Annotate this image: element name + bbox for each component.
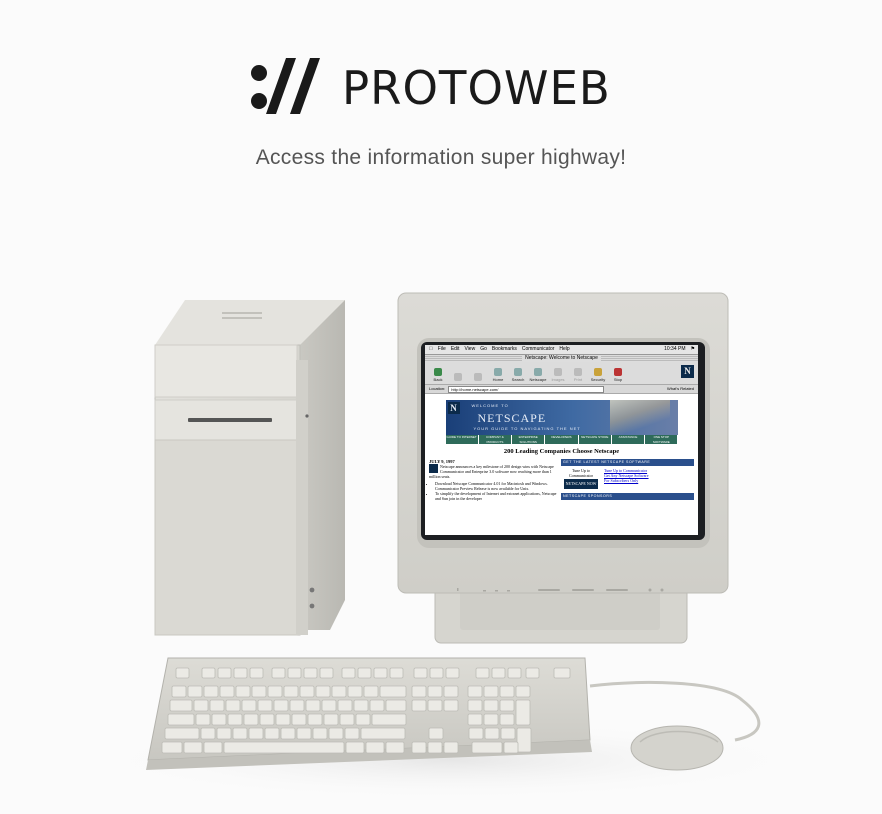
toolbar-label: Search [511,377,525,382]
software-link[interactable]: Get Any Netscape Software [604,473,649,478]
apple-icon[interactable]:  [429,345,433,354]
homepage-headline: 200 Leading Companies Choose Netscape [503,448,620,455]
nav-tab[interactable]: ASSISTANCE [611,435,645,444]
reload-icon [474,373,482,381]
software-link[interactable]: For Subscribers Only [604,478,639,483]
news-date: JULY 9, 1997 [429,459,455,464]
search-icon [514,368,522,376]
toolbar-netscape-button[interactable]: Netscape [529,368,547,384]
netscape-now-badge-icon: NETSCAPE NOW [564,479,598,489]
page-header: PROTOWEB Access the information super hi… [0,0,882,200]
nav-tab[interactable]: COMPANY & PRODUCTS [478,435,512,444]
toolbar-home-button[interactable]: Home [489,368,507,384]
toolbar-label: Print [573,377,583,382]
tagline: Access the information super highway! [255,146,627,169]
protoweb-logo[interactable]: PROTOWEB [250,58,670,115]
tune-up-promo[interactable]: Tune Up to Communicator NETSCAPE NOW [561,468,601,490]
images-icon [554,368,562,376]
toolbar-label: Stop [613,377,623,382]
lock-icon [594,368,602,376]
menubar-clock: 10:34 PM [664,346,686,352]
menu-go[interactable]: Go [476,346,487,352]
netscape-n-logo-icon: N [447,402,460,414]
keyboard [146,657,592,770]
flag-icon: ⚑ [690,346,695,352]
nav-tab[interactable]: GUIDE TO INTERNET [445,435,478,444]
banner-welcome: WELCOME TO [471,403,509,408]
home-icon [494,368,502,376]
window-title: Netscape: Welcome to Netscape [522,355,601,361]
toolbar-stop-button[interactable]: Stop [609,368,627,384]
toolbar-search-button[interactable]: Search [509,368,527,384]
logo-mark-icon [251,58,320,114]
mouse-cable [589,681,761,742]
toolbar-label: Back [433,377,443,382]
menu-edit[interactable]: Edit [447,346,460,352]
toolbar-label: Images [551,377,565,382]
stop-icon [614,368,622,376]
menu-communicator[interactable]: Communicator [518,346,555,352]
nav-tab[interactable]: NETSCAPE STORE [578,435,611,444]
window-titlebar[interactable]: Netscape: Welcome to Netscape [425,355,698,362]
mac-menubar:  File Edit View Go Bookmarks Communicat… [425,345,698,355]
toolbar-security-button[interactable]: Security [589,368,607,384]
browser-toolbar: Back Home Search Netscape Images Print S… [425,362,698,385]
toolbar-label: Security [590,377,606,382]
whats-related-button[interactable]: What's Related [667,386,694,391]
menu-help[interactable]: Help [555,346,569,352]
toolbar-back-button[interactable]: Back [429,368,447,384]
news-lead: Netscape announces a key milestone of 20… [429,464,554,479]
sponsors-bar: NETSCAPE SPONSORS [561,493,694,500]
mouse [630,725,724,771]
menu-view[interactable]: View [460,346,475,352]
tower-case [154,300,345,636]
toolbar-reload-button[interactable] [469,373,487,384]
monitor-screen:  File Edit View Go Bookmarks Communicat… [425,345,698,535]
netscape-throbber-icon[interactable]: N [681,365,694,378]
menubar-spacer [575,345,659,354]
netscape-guide-icon [534,368,542,376]
location-bar: Location: http://home.netscape.com/ What… [425,385,698,394]
location-label: Location: [429,386,446,391]
nav-tab[interactable]: ENTERPRISE SOLUTIONS [512,435,545,444]
news-bullet: To simplify the development of Internet … [435,491,557,501]
software-promo: Tune Up to Communicator NETSCAPE NOW Tun… [561,468,694,490]
toolbar-print-button[interactable]: Print [569,368,587,384]
news-column: JULY 9, 1997 Netscape announces a key mi… [429,459,557,501]
nav-tab[interactable]: ONE STOP SOFTWARE [645,435,678,444]
news-bullet: Download Netscape Communicator 4.01 for … [435,481,557,491]
netscape-small-logo-icon [429,464,438,473]
menu-file[interactable]: File [434,346,446,352]
netscape-banner[interactable]: N WELCOME TO NETSCAPE YOUR GUIDE TO NAVI… [445,400,678,435]
banner-guide: YOUR GUIDE TO NAVIGATING THE NET [473,426,581,431]
banner-brand: NETSCAPE [477,411,547,425]
toolbar-label: Netscape [529,377,547,382]
netscape-homepage: N WELCOME TO NETSCAPE YOUR GUIDE TO NAVI… [425,394,698,504]
software-links: Tune Up to Communicator Get Any Netscape… [604,468,649,490]
menu-bookmarks[interactable]: Bookmarks [488,346,517,352]
news-bullets: Download Netscape Communicator 4.01 for … [435,481,557,501]
logo-text: PROTOWEB [342,61,611,115]
print-icon [574,368,582,376]
toolbar-images-button[interactable]: Images [549,368,567,384]
latest-software-bar: GET THE LATEST NETSCAPE SOFTWARE [561,459,694,466]
software-column: GET THE LATEST NETSCAPE SOFTWARE Tune Up… [561,459,694,501]
tune-up-text: Tune Up to Communicator [569,468,593,478]
homepage-nav-tabs: GUIDE TO INTERNET COMPANY & PRODUCTS ENT… [445,435,678,444]
toolbar-forward-button[interactable] [449,373,467,384]
forward-arrow-icon [454,373,462,381]
toolbar-label: Home [492,377,504,382]
ship-sails-image [609,400,670,435]
nav-tab[interactable]: DEVELOPERS [545,435,578,444]
software-link[interactable]: Tune Up to Communicator [604,468,648,473]
homepage-columns: JULY 9, 1997 Netscape announces a key mi… [429,459,694,501]
back-arrow-icon [434,368,442,376]
location-url-field[interactable]: http://home.netscape.com/ [448,385,605,393]
